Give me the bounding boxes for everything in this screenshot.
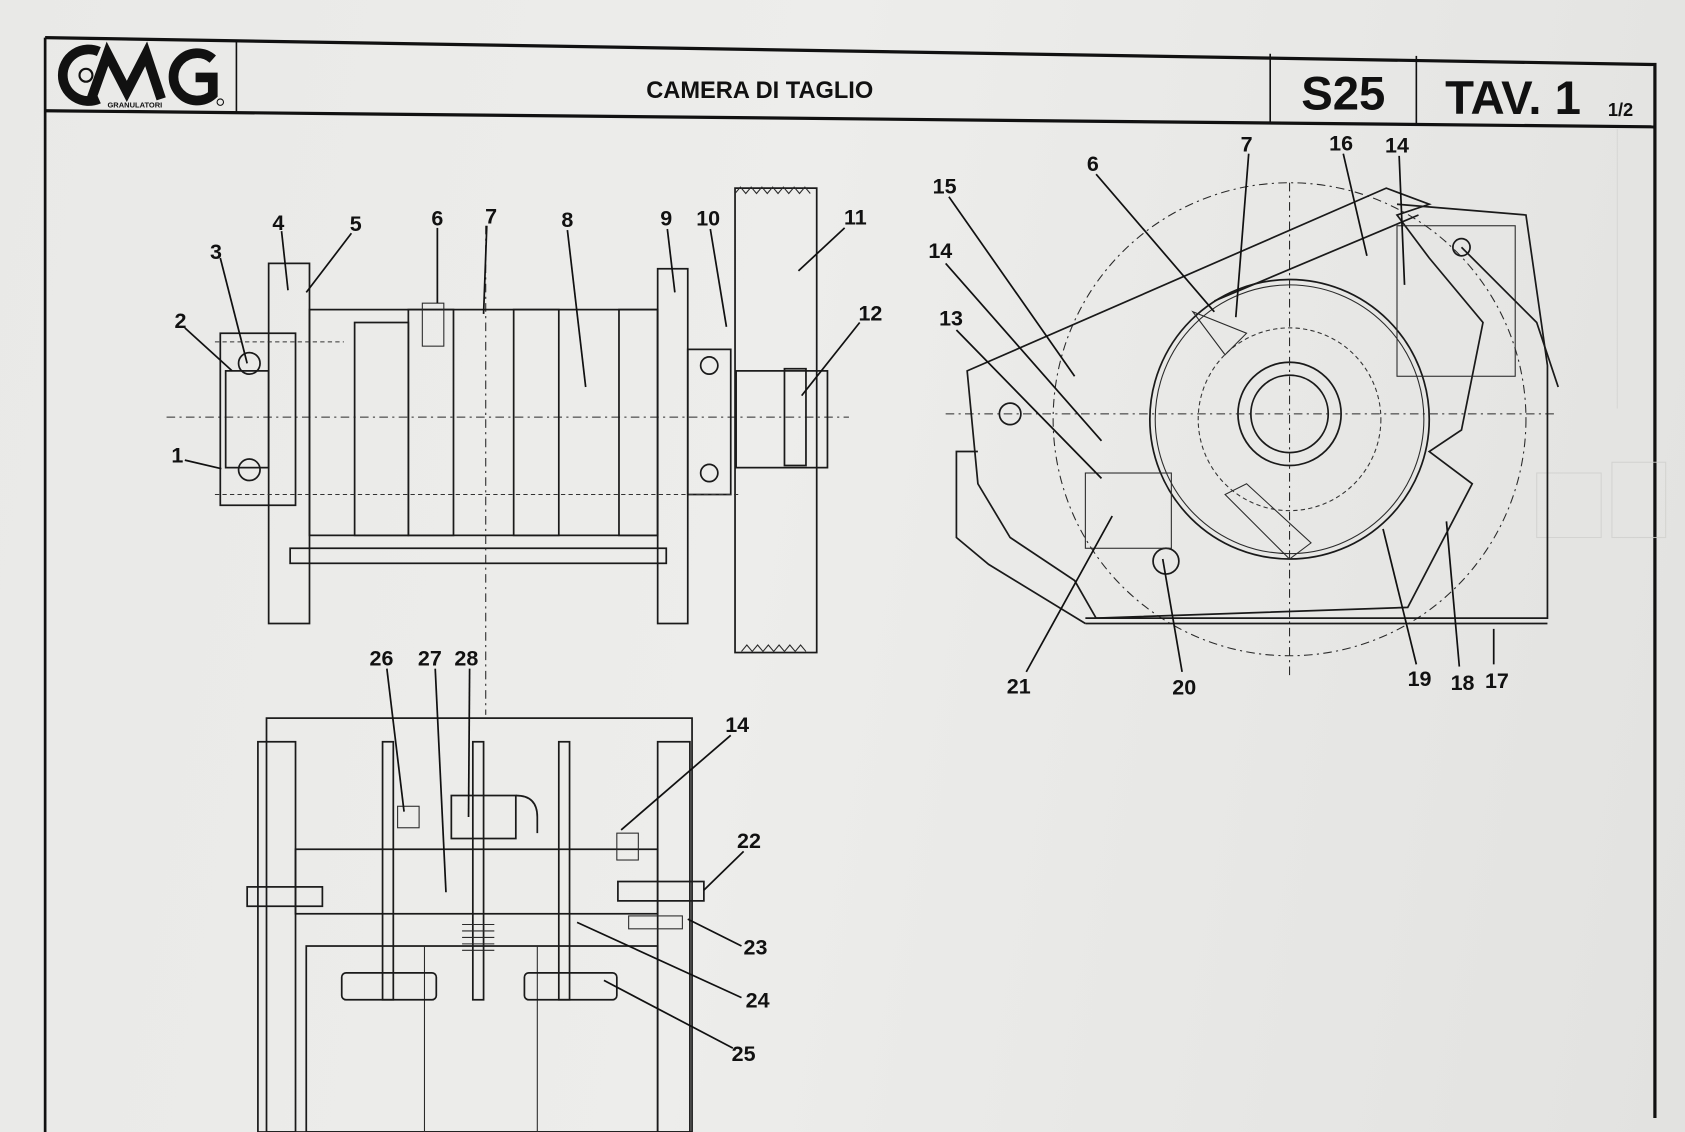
top-view-drawing [246, 717, 705, 1132]
page-number: 1/2 [1608, 99, 1633, 120]
callout-16: 16 [1329, 131, 1353, 155]
callout-24: 24 [746, 988, 770, 1012]
callout-14: 14 [1385, 134, 1409, 158]
callout-15: 15 [933, 175, 957, 199]
callout-8: 8 [561, 208, 573, 232]
callout-5: 5 [350, 212, 362, 236]
callout-13: 13 [939, 307, 963, 331]
callout-26: 26 [370, 646, 394, 670]
front-view-drawing [945, 182, 1560, 678]
callout-7: 7 [485, 205, 497, 229]
callout-11: 11 [844, 206, 867, 230]
callout-7: 7 [1241, 133, 1253, 157]
table-number: TAV. 1 [1445, 72, 1581, 125]
callout-19: 19 [1408, 667, 1432, 691]
callout-14: 14 [928, 239, 952, 263]
callout-4: 4 [272, 211, 284, 235]
callout-18: 18 [1451, 671, 1475, 695]
callout-25: 25 [732, 1042, 756, 1066]
callout-1: 1 [171, 443, 183, 467]
cmg-logo: GRANULATORI [58, 41, 225, 110]
callout-14: 14 [725, 713, 749, 737]
callout-3: 3 [210, 240, 222, 264]
bleed-through-marks [1536, 129, 1667, 539]
callout-9: 9 [660, 207, 672, 231]
callout-27: 27 [418, 646, 442, 670]
model-code: S25 [1301, 68, 1385, 121]
drawing-title: CAMERA DI TAGLIO [646, 78, 873, 104]
front-view-callouts: 15 14 13 6 7 16 14 21 20 19 18 17 [928, 131, 1509, 699]
callout-22: 22 [737, 829, 761, 853]
top-view-callouts: 26 27 28 14 22 23 24 25 [370, 646, 770, 1066]
callout-10: 10 [696, 207, 720, 231]
callout-6: 6 [431, 207, 443, 231]
logo-subtext: GRANULATORI [107, 101, 162, 110]
leader-lines [184, 153, 1495, 1049]
callout-6: 6 [1087, 152, 1099, 176]
callout-12: 12 [858, 301, 882, 325]
callout-17: 17 [1485, 669, 1509, 693]
callout-28: 28 [454, 646, 478, 670]
side-view-callouts: 1 2 3 4 5 6 7 8 9 10 11 12 [171, 205, 882, 468]
callout-2: 2 [175, 309, 187, 333]
sheet-frame [43, 36, 1657, 1132]
callout-23: 23 [744, 936, 768, 960]
side-view-drawing [166, 186, 849, 715]
callout-21: 21 [1007, 674, 1031, 698]
callout-20: 20 [1172, 675, 1196, 699]
